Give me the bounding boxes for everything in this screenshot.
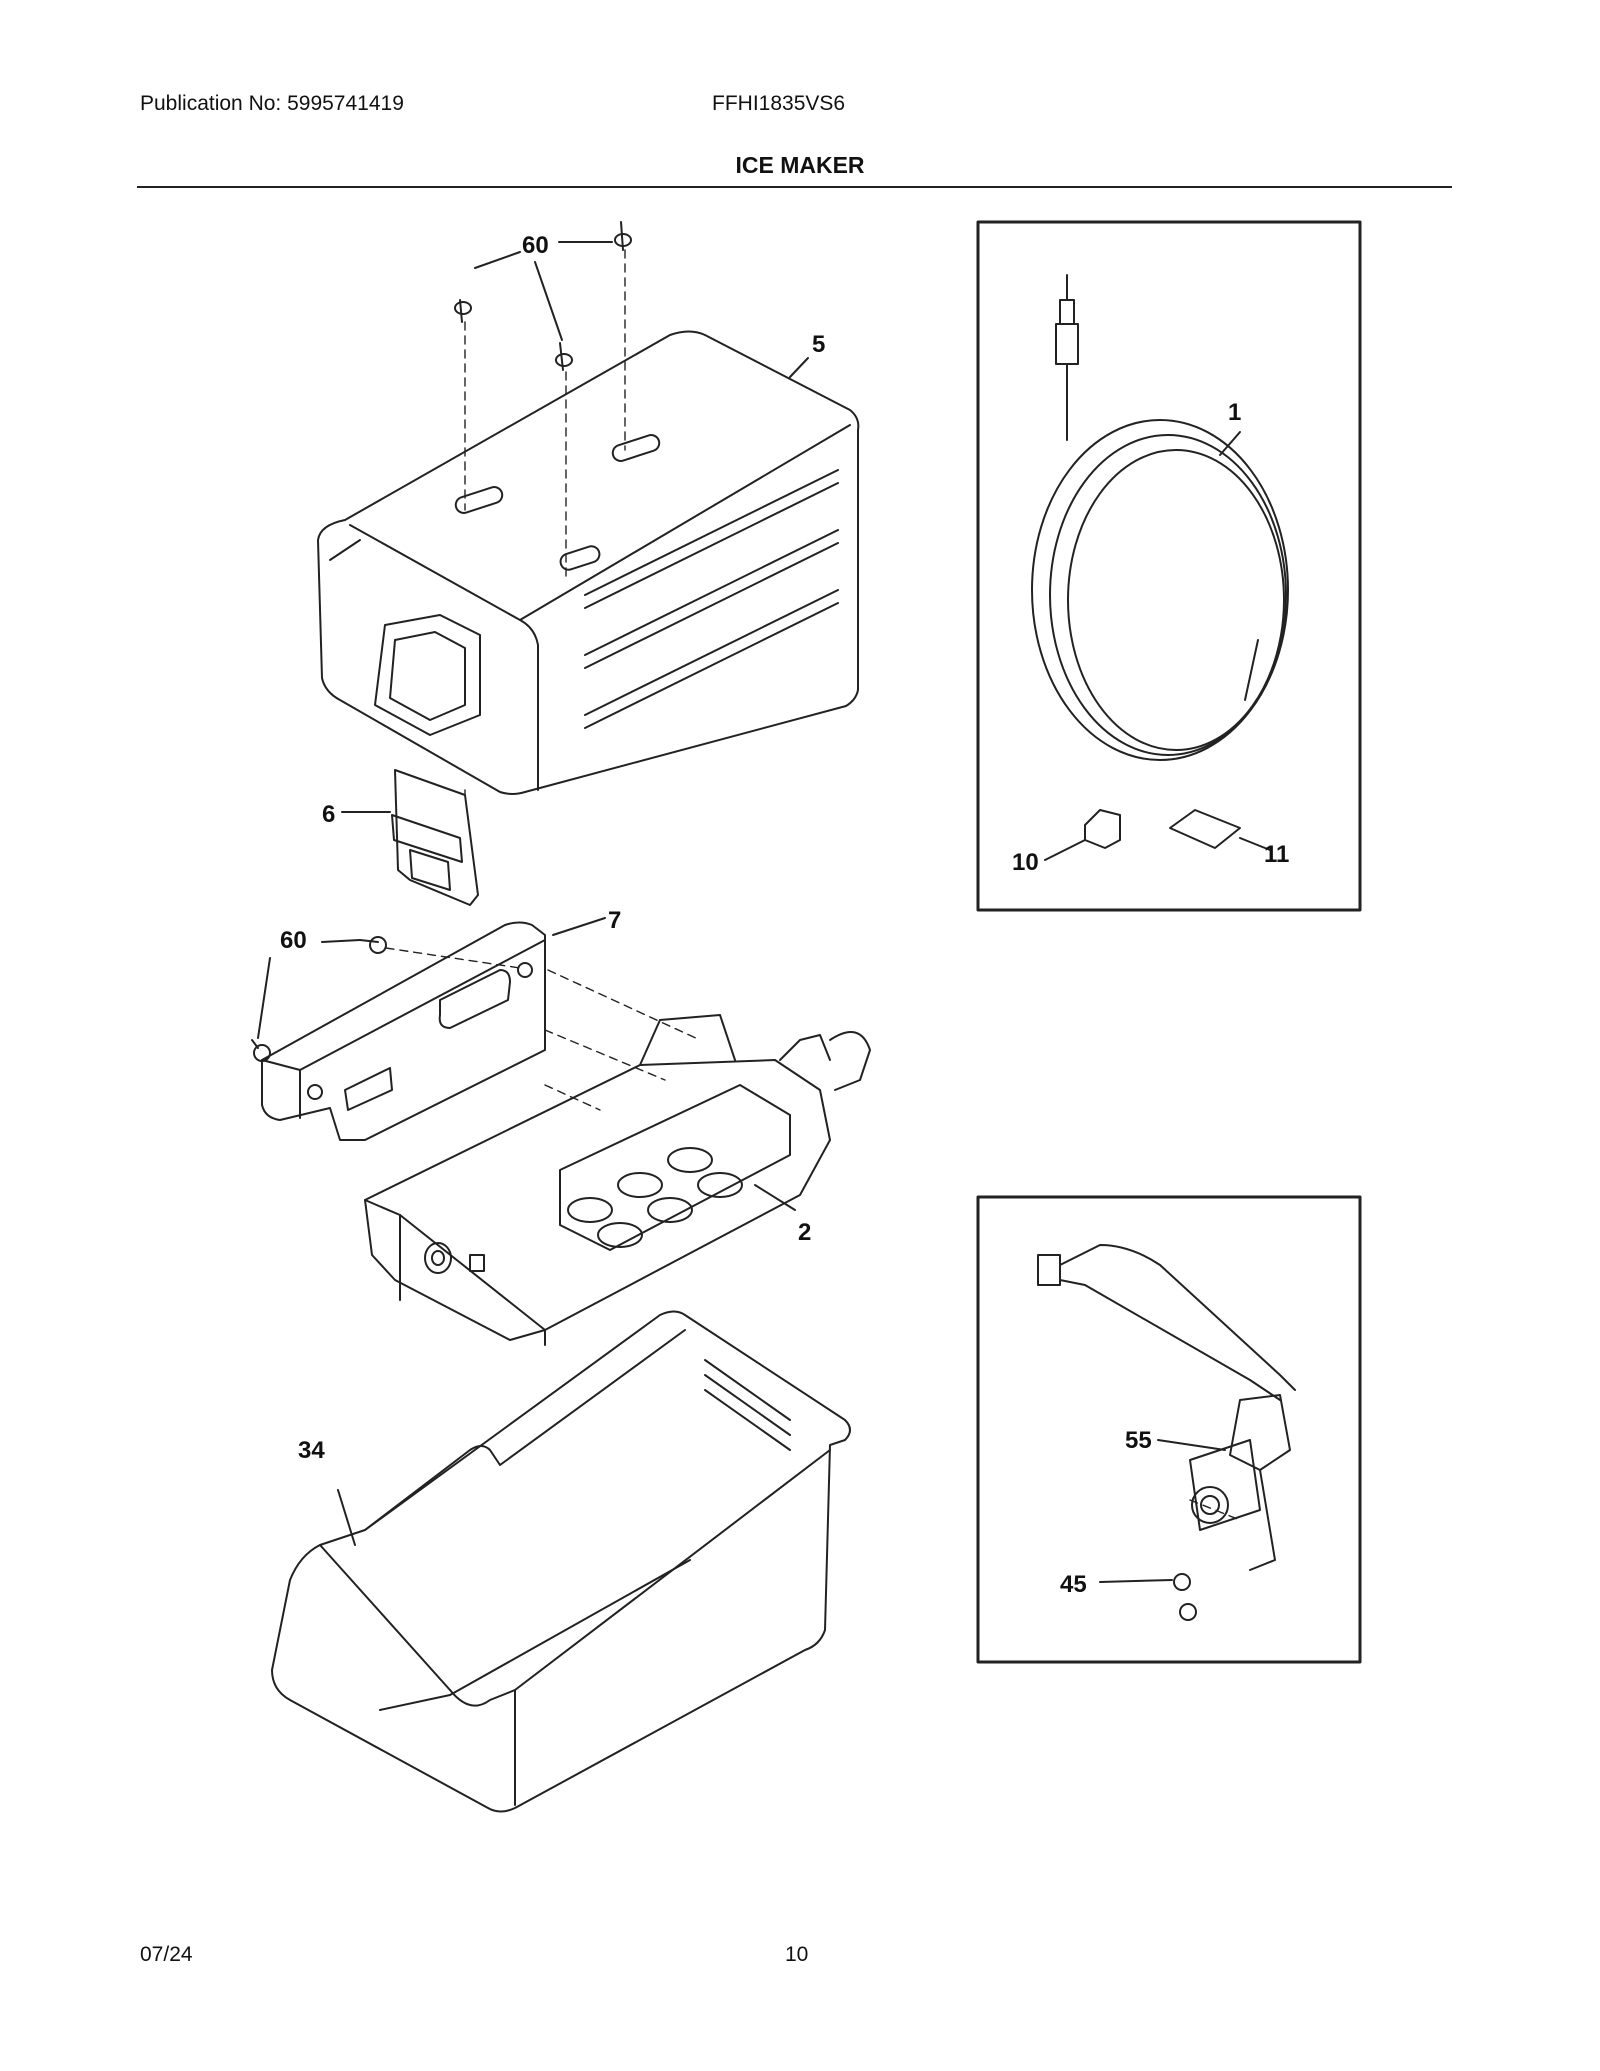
callout-2: 2 <box>798 1219 811 1246</box>
part-2-ice-maker-assembly <box>364 1014 871 1346</box>
footer-date: 07/24 <box>140 1943 193 1966</box>
callout-34: 34 <box>298 1437 325 1464</box>
publication-number: Publication No: 5995741419 <box>140 92 404 115</box>
part-1-water-tube <box>1031 274 1289 761</box>
part-55-water-valve <box>1037 1244 1296 1571</box>
callout-5: 5 <box>812 331 825 358</box>
callout-11: 11 <box>1264 841 1289 868</box>
part-34-ice-bucket <box>271 1310 851 1813</box>
kit-box-1 <box>976 220 1362 912</box>
callout-10: 10 <box>1012 849 1039 876</box>
page-number: 10 <box>785 1943 809 1966</box>
screw-alignment-lines <box>464 249 1241 1521</box>
kit-box-2 <box>976 1195 1362 1664</box>
part-6-flap <box>341 769 479 906</box>
callout-1: 1 <box>1228 399 1241 426</box>
callout-55: 55 <box>1125 1427 1152 1454</box>
callout-6: 6 <box>322 801 335 828</box>
part-45-screws <box>1099 1573 1197 1621</box>
callout-7: 7 <box>608 907 621 934</box>
part-11-pad <box>1169 809 1271 851</box>
part-60-screws-top <box>454 221 632 371</box>
page-title: ICE MAKER <box>735 152 865 178</box>
callout-60-top: 60 <box>522 232 549 259</box>
title-divider <box>137 186 1452 188</box>
callout-45: 45 <box>1060 1571 1087 1598</box>
model-number: FFHI1835VS6 <box>712 92 846 115</box>
part-5-bin-cover <box>317 330 860 795</box>
callout-60-mid: 60 <box>280 927 307 954</box>
part-10-clip <box>1044 809 1121 861</box>
part-7-front-cover <box>251 917 606 1141</box>
